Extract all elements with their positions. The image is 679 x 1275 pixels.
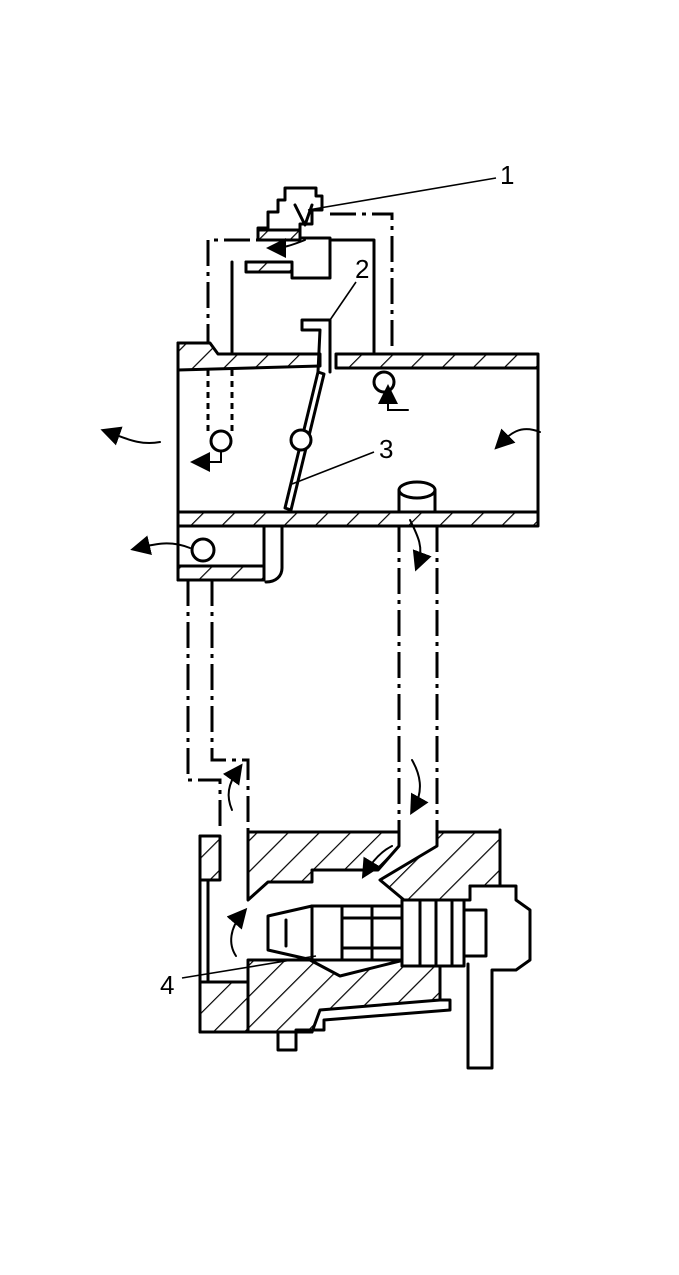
lower-outlet-port: [130, 524, 284, 584]
throttle-plate: [283, 370, 326, 512]
callout-2: 2: [355, 254, 369, 284]
vertical-supply-tube: [397, 480, 439, 832]
return-tube: [186, 580, 250, 832]
idle-bypass-passage-top: [206, 212, 394, 354]
callout-3: 3: [379, 434, 393, 464]
airflow-arrows: [100, 426, 541, 450]
throttle-stop-lever: [300, 318, 332, 374]
bypass-ports: [190, 370, 409, 472]
adjustment-screw-assembly: [244, 186, 332, 280]
callout-4: 4: [160, 970, 174, 1000]
callout-1: 1: [500, 160, 514, 190]
iac-valve-housing: [198, 828, 532, 1070]
callout-leaders: [181, 177, 497, 979]
